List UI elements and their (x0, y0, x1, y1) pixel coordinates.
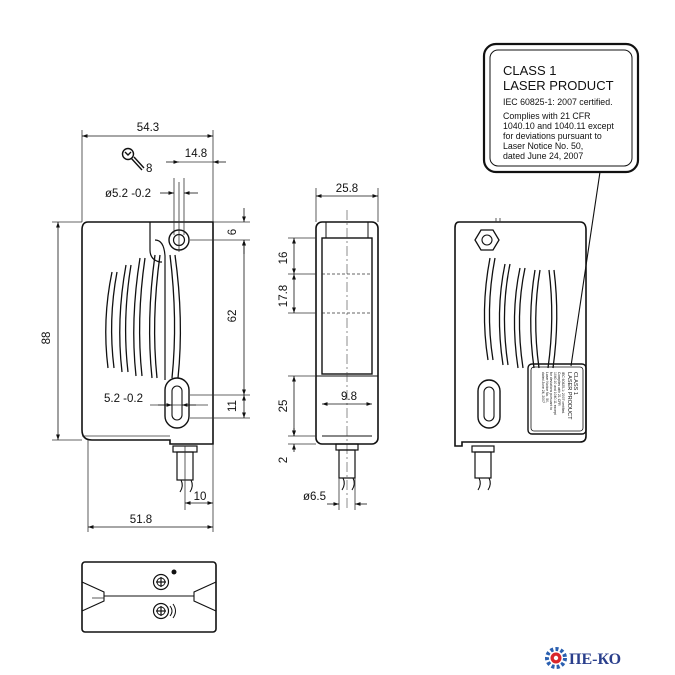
svg-text:IEC 60825-1: 2007 certified.: IEC 60825-1: 2007 certified. (561, 372, 565, 414)
dim-wrench-size: 8 (146, 163, 152, 175)
svg-text:for deviations pursuant to: for deviations pursuant to (549, 372, 553, 410)
dim-base-width: 51.8 (130, 514, 152, 526)
laser-class-label: CLASS 1 LASER PRODUCT IEC 60825-1: 2007 … (482, 42, 640, 174)
dim-cable-offset: 10 (194, 491, 207, 503)
front-dimensions: 54.3 14.8 8 ø5.2 -0.2 88 6 6 (41, 122, 250, 532)
top-view-housing (81, 561, 217, 633)
svg-text:Laser Notice No. 50,: Laser Notice No. 50, (545, 372, 549, 403)
gear-icon (545, 647, 567, 669)
dim-width-to-hole: 14.8 (185, 148, 207, 160)
dim-height-overall: 88 (41, 332, 53, 345)
laser-label-class: CLASS 1 (503, 63, 556, 78)
dim-side-25: 25 (278, 400, 290, 413)
laser-label-line7: Laser Notice No. 50, (503, 141, 583, 151)
dim-width-overall: 54.3 (137, 122, 159, 134)
focus-adjust-icon (152, 569, 177, 591)
front-housing (81, 221, 214, 445)
dim-slot-width: 5.2 -0.2 (104, 393, 143, 405)
lens-slats (105, 254, 182, 379)
logo-text: ПЕ-КО (569, 651, 621, 668)
wrench-icon (121, 147, 145, 171)
svg-text:CLASS 1: CLASS 1 (572, 372, 578, 395)
rear-lens-slats (483, 257, 558, 369)
front-cable (172, 445, 198, 510)
dim-cable-dia: ø6.5 (303, 491, 326, 503)
rear-nut (474, 229, 500, 251)
laser-label-product: LASER PRODUCT (503, 78, 614, 93)
top-mounting-hole (168, 182, 190, 252)
side-view (315, 210, 379, 510)
side-dimensions: 25.8 16 17.8 25 2 9.8 ø6.5 (278, 183, 379, 510)
dim-side-9-8: 9.8 (341, 391, 357, 403)
dim-hole-spacing: 62 (227, 310, 239, 323)
laser-label-line5: 1040.10 and 1040.11 except (503, 121, 614, 131)
laser-label-line8: dated June 24, 2007 (503, 151, 583, 161)
dim-slot-height: 11 (227, 400, 239, 412)
rear-view: CLASS 1 LASER PRODUCT IEC 60825-1: 2007 … (454, 171, 601, 491)
svg-text:LASER PRODUCT: LASER PRODUCT (566, 372, 572, 420)
laser-label-line4: Complies with 21 CFR (503, 111, 591, 121)
sensitivity-adjust-icon (152, 602, 176, 620)
dim-side-16: 16 (278, 252, 290, 265)
dim-top-offset: 6 (227, 229, 239, 235)
rear-housing (454, 221, 587, 447)
dim-side-2: 2 (278, 457, 290, 463)
rear-slot (477, 379, 501, 429)
laser-label-iec: IEC 60825-1: 2007 certified. (503, 97, 613, 107)
dim-side-17-8: 17.8 (278, 285, 290, 307)
dim-hole-top: ø5.2 -0.2 (105, 188, 151, 200)
laser-label-line6: for deviations pursuant to (503, 131, 602, 141)
company-logo: ПЕ-КО (545, 647, 621, 669)
svg-text:dated June 24, 2007: dated June 24, 2007 (541, 372, 545, 403)
dim-side-width: 25.8 (336, 183, 358, 195)
top-view (81, 561, 217, 633)
svg-text:1040.10 and 1040.11 except: 1040.10 and 1040.11 except (553, 372, 557, 415)
rear-laser-label: CLASS 1 LASER PRODUCT IEC 60825-1: 2007 … (527, 363, 587, 435)
front-view (81, 182, 214, 510)
svg-text:Complies with 21 CFR: Complies with 21 CFR (557, 372, 561, 406)
